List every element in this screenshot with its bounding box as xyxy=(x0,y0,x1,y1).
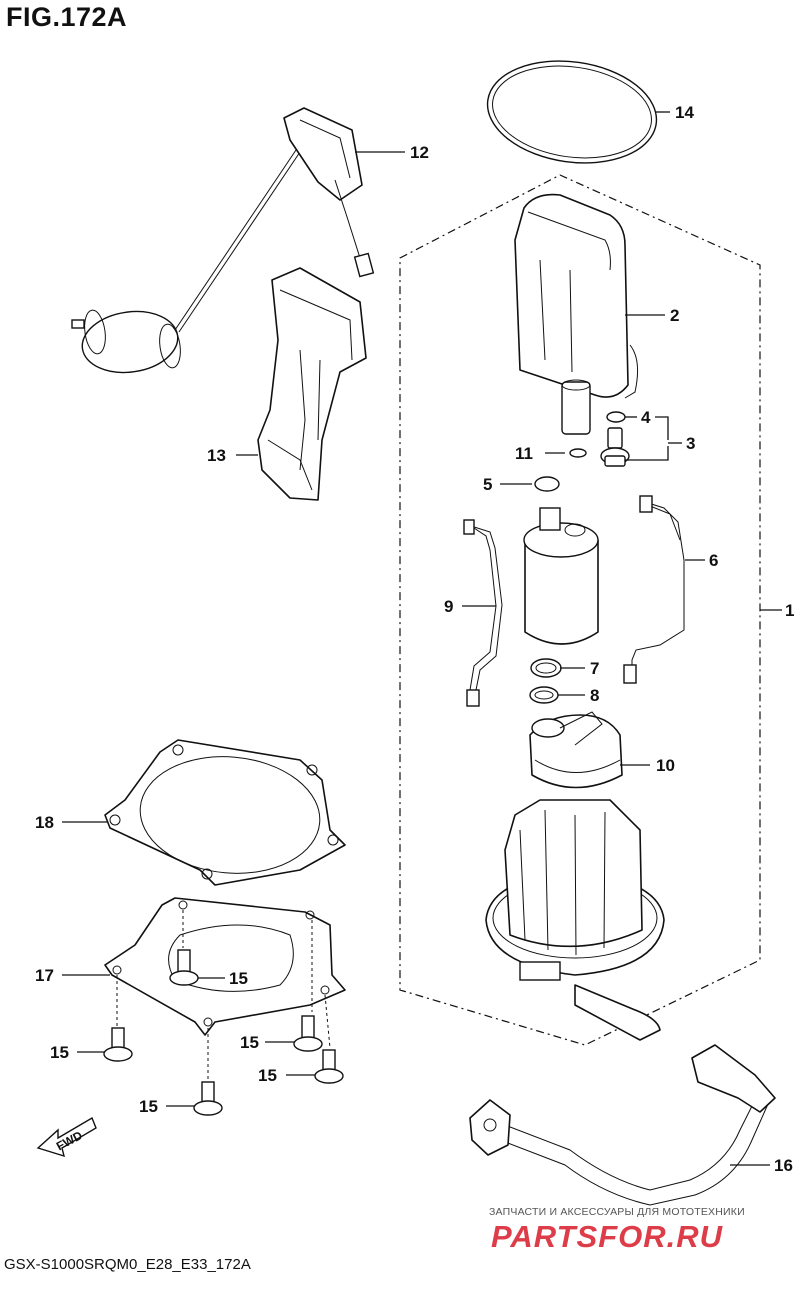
bolt-part-15-d[interactable] xyxy=(314,1049,344,1084)
leader-lines xyxy=(62,111,782,1166)
fuel-hose-part-16[interactable] xyxy=(469,1044,776,1206)
callout-16: 16 xyxy=(774,1156,793,1175)
ring-part-7[interactable] xyxy=(530,658,562,678)
filter-holder-part-10[interactable] xyxy=(529,711,623,789)
callout-8: 8 xyxy=(590,686,599,705)
fwd-arrow-icon: FWD xyxy=(36,1116,97,1158)
gasket-part-18[interactable] xyxy=(104,739,346,886)
fuel-level-sender-part-12[interactable] xyxy=(71,107,375,378)
callout-1: 1 xyxy=(785,601,794,620)
pump-base-housing[interactable] xyxy=(485,799,665,1041)
callout-11: 11 xyxy=(515,444,533,463)
callout-5: 5 xyxy=(483,475,492,494)
plate-part-17[interactable] xyxy=(104,897,346,1080)
bolt-part-15-a[interactable] xyxy=(169,949,199,986)
watermark-tagline: ЗАПЧАСТИ И АКСЕССУАРЫ ДЛЯ МОТОТЕХНИКИ xyxy=(489,1206,745,1218)
callout-6: 6 xyxy=(709,551,718,570)
callout-15-d: 15 xyxy=(258,1066,277,1085)
callout-3: 3 xyxy=(686,434,695,453)
bracket-part-13[interactable] xyxy=(257,267,367,501)
callout-2: 2 xyxy=(670,306,679,325)
callout-15-c: 15 xyxy=(240,1033,259,1052)
callout-14: 14 xyxy=(675,103,694,122)
pressure-regulator-part-3[interactable] xyxy=(600,427,630,467)
callout-13: 13 xyxy=(207,446,226,465)
callout-4: 4 xyxy=(641,408,651,427)
assembly-outline xyxy=(399,174,761,1046)
callout-10: 10 xyxy=(656,756,675,775)
o-ring-part-5[interactable] xyxy=(534,476,560,492)
bolt-part-15-e[interactable] xyxy=(193,1081,223,1116)
callout-12: 12 xyxy=(410,143,429,162)
callout-18: 18 xyxy=(35,813,54,832)
callout-7: 7 xyxy=(590,659,599,678)
fuel-pump-motor[interactable] xyxy=(523,507,599,645)
watermark-brand: PARTSFOR.RU xyxy=(491,1219,724,1254)
callout-15-b: 15 xyxy=(50,1043,69,1062)
figure-code: GSX-S1000SRQM0_E28_E33_172A xyxy=(4,1256,251,1273)
wire-part-9[interactable] xyxy=(463,519,503,707)
callout-9: 9 xyxy=(444,597,453,616)
o-ring-part-14[interactable] xyxy=(481,51,663,174)
pump-cover-part-2[interactable] xyxy=(514,193,639,435)
bolt-part-15-b[interactable] xyxy=(103,1027,133,1062)
callout-15-a: 15 xyxy=(229,969,248,988)
wire-part-6[interactable] xyxy=(623,495,685,684)
o-ring-part-11[interactable] xyxy=(569,448,587,458)
ring-part-8[interactable] xyxy=(529,686,559,704)
bolt-part-15-c[interactable] xyxy=(293,1015,323,1052)
callout-17: 17 xyxy=(35,966,54,985)
figure-title: FIG.172A xyxy=(6,2,128,32)
o-ring-part-4[interactable] xyxy=(606,411,626,423)
callout-15-e: 15 xyxy=(139,1097,158,1116)
